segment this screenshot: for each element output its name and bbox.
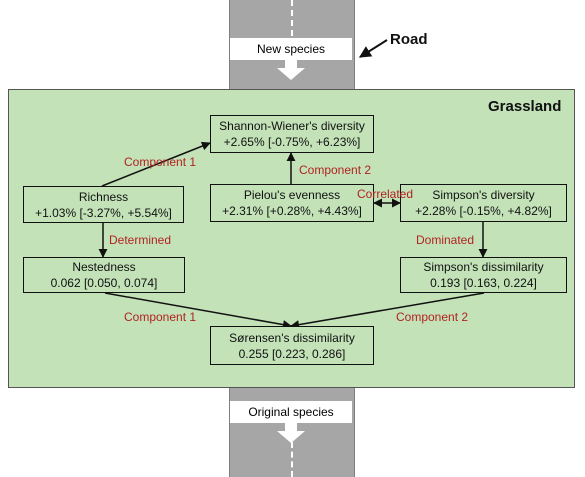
node-richness-name: Richness xyxy=(78,189,129,204)
node-simpson-diversity: Simpson's diversity +2.28% [-0.15%, +4.8… xyxy=(400,184,567,222)
node-simpsondis-value: 0.193 [0.163, 0.224] xyxy=(430,276,537,290)
original-species-label: Original species xyxy=(230,401,352,423)
node-nestedness: Nestedness 0.062 [0.050, 0.074] xyxy=(23,257,185,293)
new-species-label: New species xyxy=(230,38,352,60)
node-sorensen-dissimilarity: Sørensen's dissimilarity 0.255 [0.223, 0… xyxy=(210,326,374,365)
edge-label-component1-top: Component 1 xyxy=(124,155,197,169)
road-pointer-arrow xyxy=(358,39,388,58)
node-shannon-wiener-diversity: Shannon-Wiener's diversity +2.65% [-0.75… xyxy=(210,115,374,153)
grassland-title: Grassland xyxy=(488,98,562,115)
edge-nestedness-sorensen xyxy=(104,292,292,330)
edge-label-component1-bottom: Component 1 xyxy=(124,310,197,324)
node-richness-value: +1.03% [-3.27%, +5.54%] xyxy=(35,205,172,220)
node-shannon-name: Shannon-Wiener's diversity xyxy=(219,119,365,133)
node-simpson-dissimilarity: Simpson's dissimilarity 0.193 [0.163, 0.… xyxy=(400,257,567,293)
node-sorensen-name: Sørensen's dissimilarity xyxy=(229,330,355,345)
node-richness: Richness +1.03% [-3.27%, +5.54%] xyxy=(23,186,184,223)
node-simpsondis-name: Simpson's dissimilarity xyxy=(423,260,544,274)
node-pielou-name: Pielou's evenness xyxy=(243,188,341,202)
node-pielou-evenness: Pielou's evenness +2.31% [+0.28%, +4.43%… xyxy=(210,184,374,222)
edge-simpsondis-sorensen xyxy=(290,292,485,330)
road-top-centerline xyxy=(291,0,293,36)
road-bottom-centerline xyxy=(291,442,293,477)
edge-richness-shannon xyxy=(101,141,211,187)
node-sorensen-value: 0.255 [0.223, 0.286] xyxy=(238,346,346,361)
edge-label-dominated: Dominated xyxy=(416,233,475,247)
new-species-arrow-icon xyxy=(277,60,305,80)
node-simpson-name: Simpson's diversity xyxy=(432,188,535,202)
node-simpson-value: +2.28% [-0.15%, +4.82%] xyxy=(415,204,552,218)
edge-label-component2-top: Component 2 xyxy=(299,163,372,177)
node-nestedness-name: Nestedness xyxy=(72,260,136,274)
original-species-arrow-icon xyxy=(277,423,305,443)
edge-label-component2-bottom: Component 2 xyxy=(396,310,469,324)
node-pielou-value: +2.31% [+0.28%, +4.43%] xyxy=(222,204,362,218)
edge-label-determined: Determined xyxy=(109,233,172,247)
node-nestedness-value: 0.062 [0.050, 0.074] xyxy=(50,276,158,290)
node-shannon-value: +2.65% [-0.75%, +6.23%] xyxy=(223,135,361,149)
road-title: Road xyxy=(390,31,428,48)
edge-label-correlated: Correlated xyxy=(357,187,414,201)
